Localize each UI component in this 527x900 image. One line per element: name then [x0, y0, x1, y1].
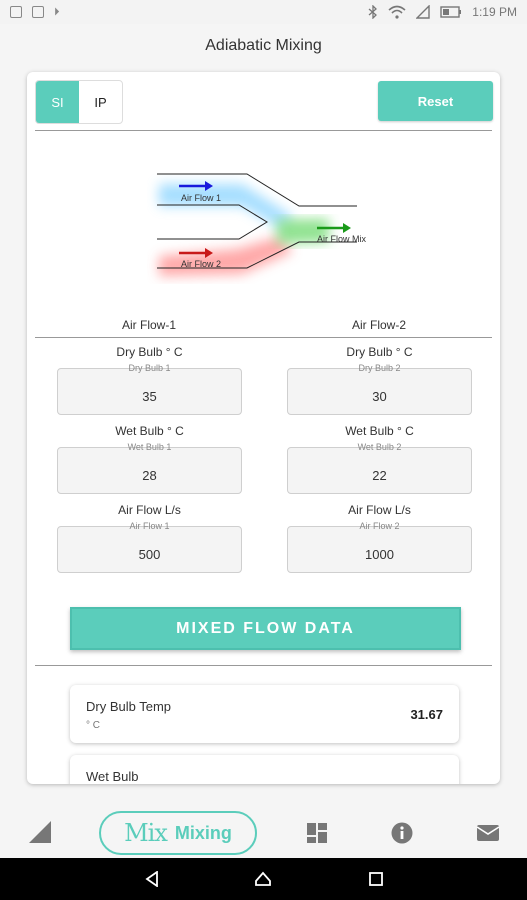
mix-logo: Mix	[124, 819, 168, 847]
dry-bulb-1-hint: Dry Bulb 1	[128, 363, 171, 373]
wifi-icon	[388, 5, 406, 19]
unit-toggle: SI IP	[35, 80, 123, 124]
recents-icon[interactable]	[369, 872, 383, 886]
nav-mail-icon[interactable]	[476, 824, 500, 842]
wet-bulb-2-field[interactable]: Wet Bulb 2 22	[287, 442, 472, 494]
mixing-diagram: Air Flow 1 Air Flow 2 Air Flow Mix	[157, 173, 366, 276]
dry-bulb-1-label: Dry Bulb ° C	[116, 345, 183, 359]
nav-signal-icon[interactable]	[27, 819, 53, 845]
back-icon[interactable]	[144, 871, 160, 887]
clock: 1:19 PM	[472, 5, 517, 19]
air-flow-2-label: Air Flow L/s	[348, 503, 411, 517]
flow1-glow	[159, 184, 292, 232]
home-icon[interactable]	[255, 871, 271, 887]
dry-bulb-2-hint: Dry Bulb 2	[358, 363, 401, 373]
dry-bulb-2-field[interactable]: Dry Bulb 2 30	[287, 363, 472, 415]
system-navigation-bar	[0, 858, 527, 900]
result-card-dry-bulb: Dry Bulb Temp ° C 31.67	[70, 685, 459, 743]
flow1-inner-wall	[157, 204, 268, 240]
gallery-notification-icon	[32, 5, 44, 18]
wet-bulb-2-hint: Wet Bulb 2	[357, 442, 402, 452]
flow1-label: Air Flow 1	[181, 193, 221, 203]
wet-bulb-1-field[interactable]: Wet Bulb 1 28	[57, 442, 242, 494]
air-flow-2-value: 1000	[365, 547, 394, 562]
mix-label: Air Flow Mix	[317, 234, 366, 244]
divider	[35, 130, 492, 131]
flow2-duct	[157, 241, 357, 269]
divider	[35, 337, 492, 338]
result-label: Wet Bulb	[86, 769, 139, 784]
right-column-header: Air Flow-2	[351, 318, 406, 332]
dry-bulb-2-value: 30	[372, 389, 387, 404]
wet-bulb-1-value: 28	[142, 468, 157, 483]
main-card: SI IP Reset Air Flow 1 Air Flow 2 Air Fl…	[27, 72, 500, 784]
flow2-glow	[159, 236, 292, 276]
bottom-navigation: Mix Mixing	[0, 800, 527, 858]
wet-bulb-1-hint: Wet Bulb 1	[127, 442, 172, 452]
play-notification-icon: ⏵	[54, 5, 60, 18]
air-flow-1-field[interactable]: Air Flow 1 500	[57, 521, 242, 573]
mix-glow	[277, 219, 329, 244]
left-column-header: Air Flow-1	[121, 318, 176, 332]
flow2-arrowhead	[205, 248, 213, 258]
air-flow-2-hint: Air Flow 2	[359, 521, 400, 531]
page-title: Adiabatic Mixing	[205, 37, 322, 54]
unit-ip-button[interactable]: IP	[94, 94, 107, 110]
result-label: Dry Bulb Temp	[86, 699, 172, 714]
mix-arrowhead	[343, 223, 351, 233]
flow1-arrowhead	[205, 181, 213, 191]
nav-mixing-label: Mixing	[174, 822, 232, 843]
unit-si-button[interactable]: SI	[36, 81, 79, 123]
divider	[35, 665, 492, 666]
air-flow-1-label: Air Flow L/s	[118, 503, 181, 517]
nav-mixing-tab[interactable]: Mix Mixing	[99, 811, 257, 855]
wet-bulb-2-label: Wet Bulb ° C	[345, 424, 414, 438]
nav-dashboard-icon[interactable]	[306, 822, 328, 844]
air-flow-2-field[interactable]: Air Flow 2 1000	[287, 521, 472, 573]
result-card-wet-bulb: Wet Bulb	[70, 755, 459, 784]
signal-icon	[416, 5, 430, 19]
battery-icon	[440, 6, 462, 18]
notification-icons: ⏵	[10, 5, 60, 19]
status-bar: ⏵ 1:19 PM	[0, 0, 527, 24]
flow1-duct	[157, 173, 357, 207]
result-value: 31.67	[410, 707, 443, 722]
mixed-flow-data-button[interactable]: MIXED FLOW DATA	[70, 607, 461, 650]
wet-bulb-1-label: Wet Bulb ° C	[115, 424, 184, 438]
air-flow-1-value: 500	[138, 547, 161, 562]
wet-bulb-2-value: 22	[372, 468, 387, 483]
dry-bulb-2-label: Dry Bulb ° C	[346, 345, 413, 359]
air-flow-1-hint: Air Flow 1	[129, 521, 170, 531]
result-unit: ° C	[86, 720, 100, 731]
reset-button[interactable]: Reset	[378, 81, 493, 121]
nav-info-icon[interactable]	[391, 822, 413, 844]
dry-bulb-1-field[interactable]: Dry Bulb 1 35	[57, 363, 242, 415]
dry-bulb-1-value: 35	[142, 389, 157, 404]
image-notification-icon	[10, 5, 22, 18]
bluetooth-icon	[368, 5, 378, 19]
flow2-label: Air Flow 2	[181, 259, 221, 269]
